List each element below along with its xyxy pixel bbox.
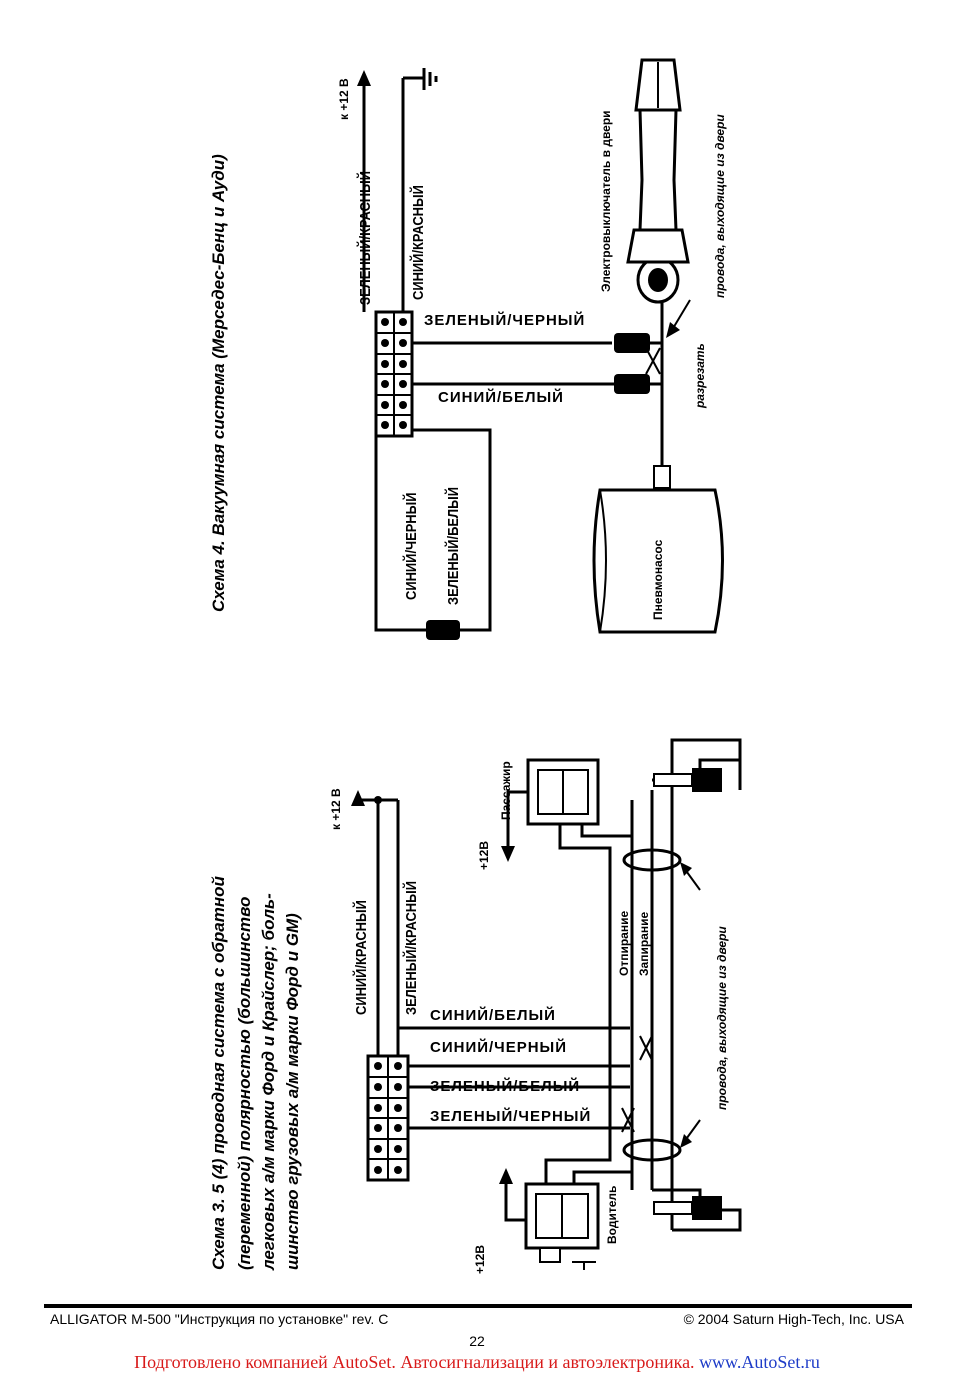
scheme4-plug [426,620,460,640]
scheme4-connector [374,310,414,438]
scheme3-caption-line2: (переменной) полярностью (большинство [235,896,254,1270]
scheme3-lock-label: Запирание [637,911,651,976]
door-switch-shape [626,58,690,304]
scheme3-wire-label-green-red: ЗЕЛЕНЫЙ/КРАСНЫЙ [403,880,420,1015]
scheme3-wire-label-green-black: ЗЕЛЕНЫЙ/ЧЕРНЫЙ [430,1108,592,1125]
scheme4-diagram [357,58,724,640]
scheme3-diagram [351,738,742,1270]
scheme3-wire-label-blue-black: СИНИЙ/ЧЕРНЫЙ [430,1039,568,1056]
scheme4-wire-label-green-black: ЗЕЛЕНЫЙ/ЧЕРНЫЙ [424,312,586,329]
promo-link[interactable]: www.AutoSet.ru [699,1352,820,1372]
scheme3-door-wires-label: провода, выходящие из двери [715,926,729,1110]
scheme3-wire-label-blue-red: СИНИЙ/КРАСНЫЙ [353,900,370,1015]
scheme3-passenger-plus12: +12В [477,840,491,870]
scheme4-pump-label: Пневмонасос [651,539,665,620]
scheme3-plus12-label: к +12 В [329,788,343,830]
scheme3-caption-line1: Схема 3. 5 (4) проводная система с обрат… [209,876,228,1270]
scheme3-caption-line3: легковых а/м марки Форд и Крайслер; боль… [259,893,278,1270]
footer-right: © 2004 Saturn High-Tech, Inc. USA [683,1311,904,1327]
scheme3-connector [366,1054,410,1182]
scheme3-caption-line4: шинство грузовых а/м марки Форд и GM) [283,913,302,1270]
scheme4-plus12-label: к +12 В [337,78,351,120]
scheme4-wire-label-blue-red: СИНИЙ/КРАСНЫЙ [410,185,427,300]
promo-text: Подготовлено компанией AutoSet. Автосигн… [134,1352,700,1372]
scheme4-wire-label-green-red: ЗЕЛЕНЫЙ/КРАСНЫЙ [357,170,374,305]
passenger-actuator-shape [526,758,600,826]
scheme3-driver-label: Водитель [605,1185,619,1244]
scheme4-caption: Схема 4. Вакуумная система (Мерседес-Бен… [209,154,228,612]
promo-line: Подготовлено компанией AutoSet. Автосигн… [0,1352,954,1373]
scheme3-driver-plus12: +12В [473,1244,487,1274]
driver-actuator-shape [524,1182,600,1263]
page-number: 22 [469,1333,485,1349]
scheme3-passenger-label: Пассажир [499,761,513,820]
wiring-diagrams [351,58,742,1270]
scheme4-switch-label: Электровыключатель в двери [599,110,613,292]
pneumatic-pump-shape [592,488,724,634]
scheme3-unlock-label: Отпирание [617,910,631,976]
footer-rule [44,1304,912,1308]
scheme4-wire-label-blue-white: СИНИЙ/БЕЛЫЙ [438,389,564,406]
scheme4-wire-label-green-white: ЗЕЛЕНЫЙ/БЕЛЫЙ [445,487,462,605]
scheme4-door-wires-label: провода, выходящие из двери [713,114,727,298]
scheme3-wire-label-blue-white: СИНИЙ/БЕЛЫЙ [430,1007,556,1024]
scheme4-plus12-arrow [357,70,371,86]
scheme3-wire-label-green-white: ЗЕЛЕНЫЙ/БЕЛЫЙ [430,1078,581,1095]
scheme4-wire-label-blue-black: СИНИЙ/ЧЕРНЫЙ [403,492,420,600]
scheme4-cut-label: разрезать [693,343,707,408]
footer-left: ALLIGATOR M-500 "Инструкция по установке… [50,1311,389,1327]
